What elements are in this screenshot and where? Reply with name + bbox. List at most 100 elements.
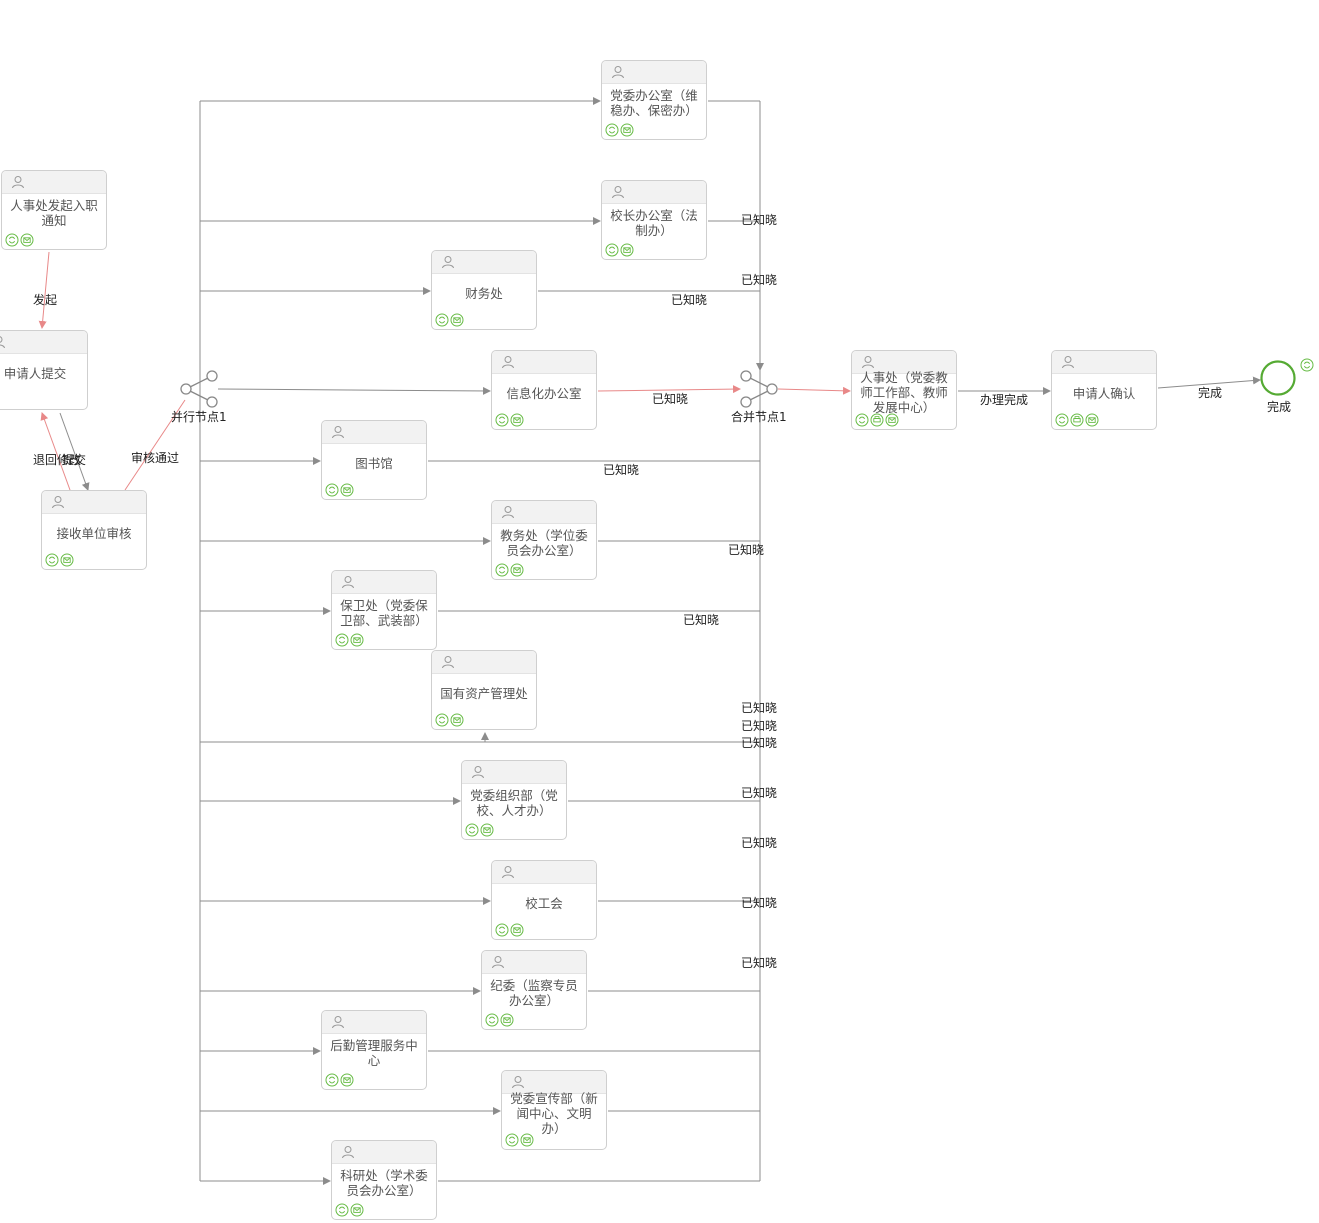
task-org[interactable]: 党委组织部（党校、人才办）	[461, 760, 567, 840]
task-icons	[325, 482, 355, 497]
task-union[interactable]: 校工会	[491, 860, 597, 940]
mail-icon	[340, 1073, 354, 1087]
print-icon	[870, 413, 884, 427]
task-assets[interactable]: 国有资产管理处	[431, 650, 537, 730]
user-icon	[1062, 356, 1074, 369]
user-icon	[472, 766, 484, 779]
task-label: 党委办公室（维稳办、保密办）	[610, 88, 698, 118]
user-icon	[512, 1076, 524, 1089]
task-finance[interactable]: 财务处	[431, 250, 537, 330]
edge-label-known: 已知晓	[741, 719, 778, 733]
task-header	[462, 761, 566, 784]
user-icon	[442, 656, 454, 669]
parallel-gateway-icon[interactable]	[179, 369, 219, 409]
rotate-icon	[505, 1133, 519, 1147]
rotate-icon	[1055, 413, 1069, 427]
user-icon	[342, 1146, 354, 1159]
edge-label-initiate: 发起	[33, 293, 58, 307]
task-it[interactable]: 信息化办公室	[491, 350, 597, 430]
rotate-icon	[495, 413, 509, 427]
task-icons	[495, 562, 525, 577]
rotate-icon	[465, 823, 479, 837]
rotate-icon	[45, 553, 59, 567]
task-label: 科研处（学术委员会办公室）	[340, 1168, 428, 1198]
task-label: 人事处发起入职通知	[10, 198, 98, 228]
task-icons	[335, 632, 365, 647]
task-label: 接收单位审核	[56, 525, 132, 541]
rotate-icon	[325, 1073, 339, 1087]
user-icon	[12, 176, 24, 189]
rotate-icon	[485, 1013, 499, 1027]
edge-label-submit: 提交	[62, 453, 87, 467]
rotate-icon	[435, 313, 449, 327]
edge-initiate	[38, 251, 50, 329]
task-header	[492, 501, 596, 524]
task-icons	[855, 412, 900, 427]
user-icon	[342, 576, 354, 589]
merge-gateway-icon[interactable]	[739, 369, 779, 409]
user-icon	[442, 256, 454, 269]
task-security[interactable]: 保卫处（党委保卫部、武装部）	[331, 570, 437, 650]
task-logistics[interactable]: 后勤管理服务中心	[321, 1010, 427, 1090]
edge-complete	[1157, 376, 1261, 389]
task-header	[602, 61, 706, 84]
mail-icon	[60, 553, 74, 567]
mail-icon	[510, 923, 524, 937]
mail-icon	[450, 313, 464, 327]
edge-submit	[59, 412, 90, 491]
edge-label-known: 已知晓	[741, 836, 778, 850]
task-receive[interactable]: 接收单位审核	[41, 490, 147, 570]
task-library[interactable]: 图书馆	[321, 420, 427, 500]
task-label: 党委组织部（党校、人才办）	[470, 788, 558, 818]
task-icons	[505, 1132, 535, 1147]
task-icons	[605, 242, 635, 257]
rotate-icon	[495, 563, 509, 577]
user-icon	[502, 506, 514, 519]
task-academic[interactable]: 教务处（学位委员会办公室）	[491, 500, 597, 580]
user-icon	[502, 866, 514, 879]
edge-label-known: 已知晓	[741, 786, 778, 800]
mail-icon	[350, 1203, 364, 1217]
task-hr-teacher[interactable]: 人事处（党委教师工作部、教师发展中心）	[851, 350, 957, 430]
task-header	[332, 1141, 436, 1164]
user-icon	[492, 956, 504, 969]
task-hr-start[interactable]: 人事处发起入职通知	[1, 170, 107, 250]
edge-label-known: 已知晓	[741, 896, 778, 910]
edge-label-known: 已知晓	[652, 392, 689, 406]
mail-icon	[450, 713, 464, 727]
edge-label-known: 已知晓	[603, 463, 640, 477]
task-party-office[interactable]: 党委办公室（维稳办、保密办）	[601, 60, 707, 140]
rotate-icon	[1300, 358, 1314, 372]
task-label: 图书馆	[355, 455, 393, 471]
edge-approve	[124, 399, 186, 491]
rotate-icon	[605, 243, 619, 257]
mail-icon	[500, 1013, 514, 1027]
mail-icon	[885, 413, 899, 427]
task-header	[322, 1011, 426, 1034]
task-icons	[335, 1202, 365, 1217]
rotate-icon	[335, 1203, 349, 1217]
task-confirm[interactable]: 申请人确认	[1051, 350, 1157, 430]
task-label: 财务处	[465, 285, 503, 301]
mail-icon	[620, 243, 634, 257]
task-research[interactable]: 科研处（学术委员会办公室）	[331, 1140, 437, 1220]
task-label: 党委宣传部（新闻中心、文明办）	[510, 1090, 598, 1136]
edge-label-known: 已知晓	[671, 293, 708, 307]
task-icons	[435, 312, 465, 327]
rotate-icon	[495, 923, 509, 937]
task-president[interactable]: 校长办公室（法制办）	[601, 180, 707, 260]
task-publicity[interactable]: 党委宣传部（新闻中心、文明办）	[501, 1070, 607, 1150]
task-icons	[435, 712, 465, 727]
rotate-icon	[855, 413, 869, 427]
task-label: 申请人确认	[1072, 385, 1136, 401]
parallel-gateway-label: 并行节点1	[171, 410, 227, 424]
task-label: 国有资产管理处	[440, 685, 528, 701]
task-icons	[325, 1072, 355, 1087]
user-icon	[862, 356, 874, 369]
task-discipline[interactable]: 纪委（监察专员办公室）	[481, 950, 587, 1030]
edge-label-approve: 审核通过	[131, 451, 180, 465]
task-applicant[interactable]: 申请人提交	[0, 330, 88, 410]
end-event-icon[interactable]	[1260, 360, 1296, 396]
edge-from-it	[597, 385, 741, 394]
task-header	[432, 651, 536, 674]
